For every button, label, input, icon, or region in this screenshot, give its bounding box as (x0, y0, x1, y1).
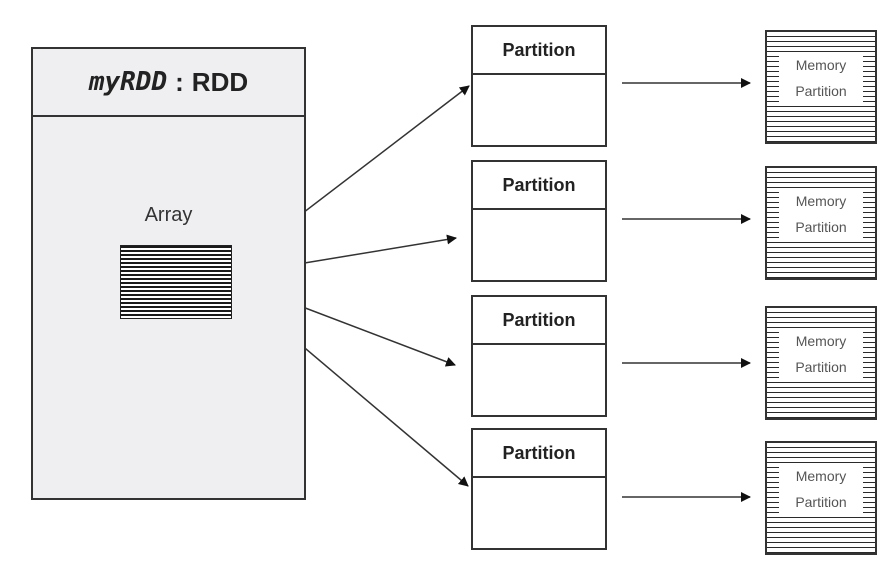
rdd-box: myRDD : RDD Array (31, 47, 306, 500)
memory-label-line1: Memory (795, 333, 847, 349)
partition-box-4: Partition (471, 428, 607, 550)
rdd-header: myRDD : RDD (33, 49, 304, 117)
memory-label-line2: Partition (795, 219, 847, 235)
memory-partition-label-4: Memory Partition (779, 463, 863, 515)
memory-label-line2: Partition (795, 83, 847, 99)
array-label: Array (144, 204, 193, 226)
partition-label-3: Partition (473, 297, 605, 345)
memory-partition-label-3: Memory Partition (779, 328, 863, 380)
memory-partition-label-2: Memory Partition (779, 188, 863, 240)
memory-partition-1: Memory Partition (765, 30, 877, 144)
partition-box-1: Partition (471, 25, 607, 147)
memory-label-line2: Partition (795, 359, 847, 375)
rdd-name: myRDD (88, 67, 168, 97)
memory-partition-label-1: Memory Partition (779, 52, 863, 104)
memory-partition-3: Memory Partition (765, 306, 877, 420)
memory-label-line1: Memory (795, 468, 847, 484)
memory-label-line1: Memory (795, 193, 847, 209)
partition-label-4: Partition (473, 430, 605, 478)
partition-box-3: Partition (471, 295, 607, 417)
memory-label-line1: Memory (795, 57, 847, 73)
memory-partition-4: Memory Partition (765, 441, 877, 555)
rdd-separator: : (175, 66, 184, 97)
partition-box-2: Partition (471, 160, 607, 282)
partition-label-2: Partition (473, 162, 605, 210)
memory-partition-2: Memory Partition (765, 166, 877, 280)
partition-label-1: Partition (473, 27, 605, 75)
memory-label-line2: Partition (795, 494, 847, 510)
array-block (120, 245, 232, 319)
rdd-type: RDD (191, 66, 249, 97)
